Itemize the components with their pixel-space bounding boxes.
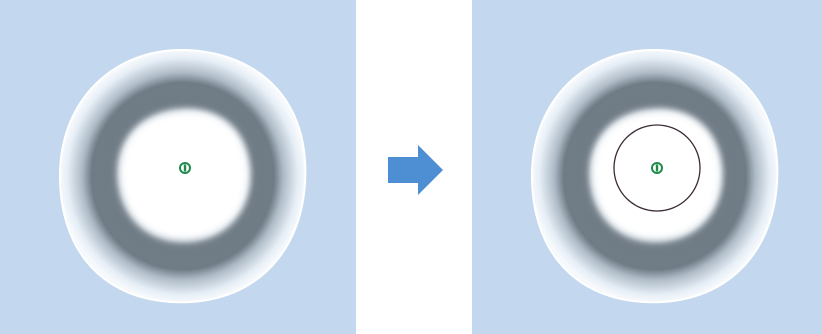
after-panel [472,0,822,334]
center-point-icon [179,162,191,174]
right-arrow-icon [385,143,445,197]
inner-core [593,112,720,238]
before-panel [0,0,356,334]
before-image [0,0,356,334]
inner-core [121,112,248,238]
center-point-icon [651,162,663,174]
after-image [472,0,822,334]
